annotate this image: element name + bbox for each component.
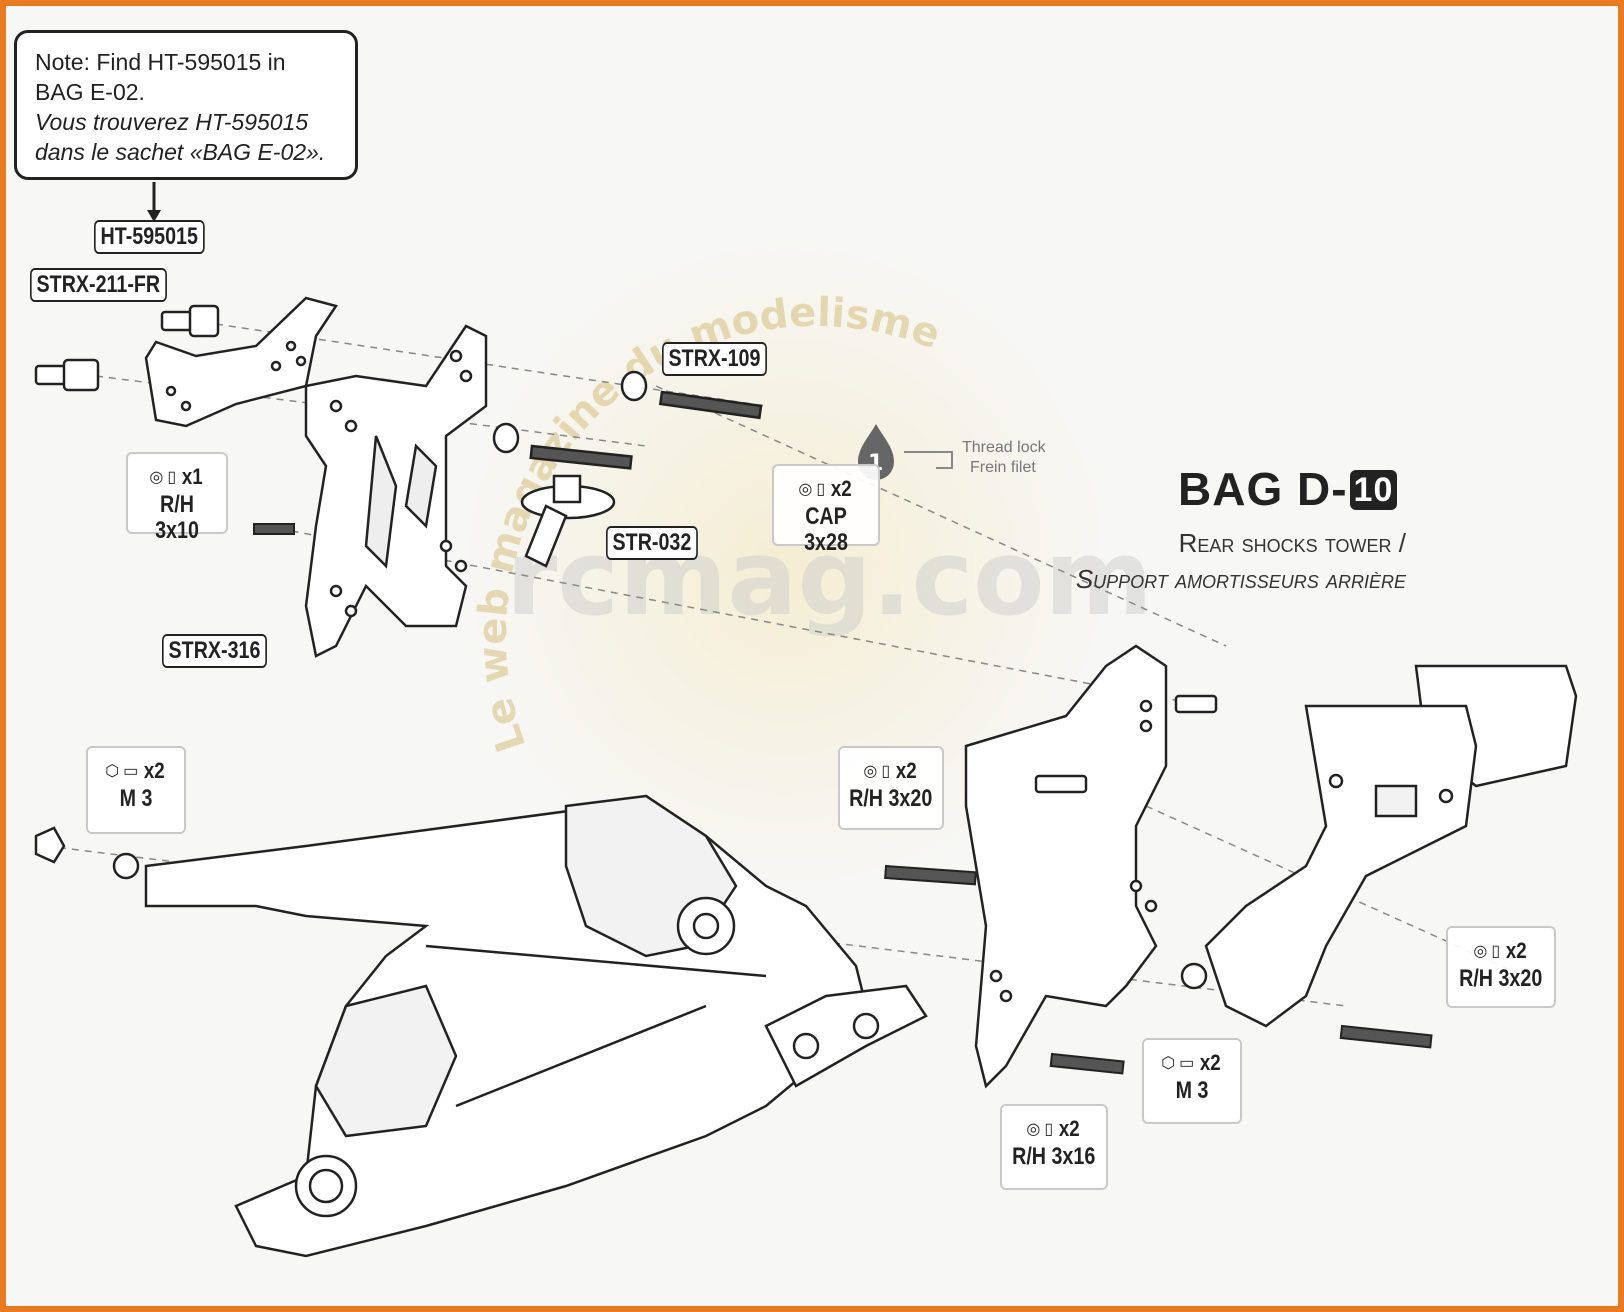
bag-subtitle-en: Rear shocks tower /	[1178, 528, 1406, 558]
cap-screws-3x28	[492, 370, 763, 470]
thread-lock-fr: Frein filet	[970, 459, 1036, 476]
washer-side-icon: ▯	[881, 763, 891, 780]
thread-lock-label: Thread lock Frein filet	[962, 438, 1046, 478]
part-label-strx-109: STRX-109	[662, 342, 767, 376]
strx-211-fr-bracket	[144, 296, 339, 428]
nut-top-icon: ⬡	[1161, 1055, 1176, 1072]
nut-m3-right	[1180, 962, 1208, 990]
washer-side-icon: ▯	[167, 469, 177, 486]
screw-rh-3x16	[1049, 1052, 1125, 1075]
screw-rh-3x10	[253, 523, 295, 535]
strx-316-shock-tower	[304, 324, 488, 658]
bag-title-text: BAG D-	[1178, 463, 1348, 515]
hardware-callout-cap-3x28: ◎▯x2 CAP 3x28	[772, 464, 880, 556]
hardware-qty: x2	[895, 758, 917, 783]
screw-side-icon: ▯	[816, 481, 826, 498]
watermark-glow	[456, 236, 1116, 896]
screw-head-icon: ◎	[798, 481, 813, 498]
ball-stud-parts	[34, 304, 220, 392]
hardware-callout-rh-3x20-right: ◎▯x2 R/H 3x20	[1446, 926, 1556, 1008]
washer-side-icon: ▯	[1491, 943, 1501, 960]
nut-side-icon: ▭	[1179, 1055, 1195, 1072]
note-line-3: Vous trouverez HT-595015	[35, 109, 309, 135]
hardware-qty: x2	[1200, 1050, 1221, 1075]
nut-top-icon: ⬡	[105, 763, 120, 780]
washer-icon: ◎	[863, 763, 878, 780]
note-line-1: Note: Find HT-595015 in	[35, 49, 286, 75]
hardware-qty: x1	[181, 464, 203, 489]
str-032-mount	[520, 474, 616, 568]
hardware-callout-m3-right: ⬡▭ x2 M 3	[1142, 1038, 1242, 1124]
part-label-strx-316: STRX-316	[162, 634, 267, 668]
washer-icon: ◎	[1026, 1121, 1041, 1138]
thread-lock-en: Thread lock	[962, 439, 1046, 456]
hardware-size: M 3	[1175, 1077, 1209, 1104]
washer-icon: ◎	[1473, 943, 1488, 960]
bag-number-badge: 10	[1349, 470, 1398, 510]
hardware-qty: x2	[144, 758, 165, 783]
wing-mount-assembly	[1204, 664, 1578, 1028]
hardware-size: R/H 3x20	[849, 785, 933, 812]
nut-side-icon: ▭	[123, 763, 139, 780]
hardware-qty: x2	[1505, 938, 1527, 963]
exploded-assembly-drawing: Le web magazine du modelisme rcmag.com	[34, 182, 1578, 1258]
bag-subtitle-fr: Support amortisseurs arrière	[1075, 564, 1406, 594]
note-line-2: BAG E-02.	[35, 79, 145, 105]
bag-title: BAG D-10	[1178, 462, 1398, 516]
rear-chassis-assembly	[34, 794, 928, 1258]
washer-side-icon: ▯	[1044, 1121, 1054, 1138]
hardware-callout-rh-3x20-left: ◎▯x2 R/H 3x20	[838, 746, 944, 830]
hardware-qty: x2	[1058, 1116, 1080, 1141]
part-label-ht-595015: HT-595015	[94, 220, 205, 254]
thread-lock-pointer	[904, 451, 953, 469]
part-label-str-032: STR-032	[606, 526, 698, 560]
screw-rh-3x20-right	[1339, 1024, 1433, 1049]
hardware-size: R/H 3x16	[1012, 1143, 1096, 1170]
hardware-size: M 3	[119, 785, 153, 812]
note-line-4: dans le sachet «BAG E-02».	[35, 139, 326, 165]
rear-tower-assembled	[964, 644, 1218, 1089]
washer-icon: ◎	[149, 469, 164, 486]
hardware-size: R/H 3x10	[155, 491, 199, 544]
hardware-callout-m3-left: ⬡▭ x2 M 3	[86, 746, 186, 834]
hardware-qty: x2	[830, 476, 852, 501]
part-label-strx-211-fr: STRX-211-FR	[30, 268, 167, 302]
hardware-callout-rh-3x16: ◎▯x2 R/H 3x16	[1000, 1104, 1108, 1190]
hardware-size: R/H 3x20	[1459, 965, 1543, 992]
note-box: Note: Find HT-595015 in BAG E-02. Vous t…	[14, 30, 358, 180]
hardware-callout-rh-3x10: ◎▯x1 R/H 3x10	[126, 452, 228, 544]
hardware-size: CAP 3x28	[804, 503, 848, 556]
screw-rh-3x20-left	[884, 864, 977, 886]
